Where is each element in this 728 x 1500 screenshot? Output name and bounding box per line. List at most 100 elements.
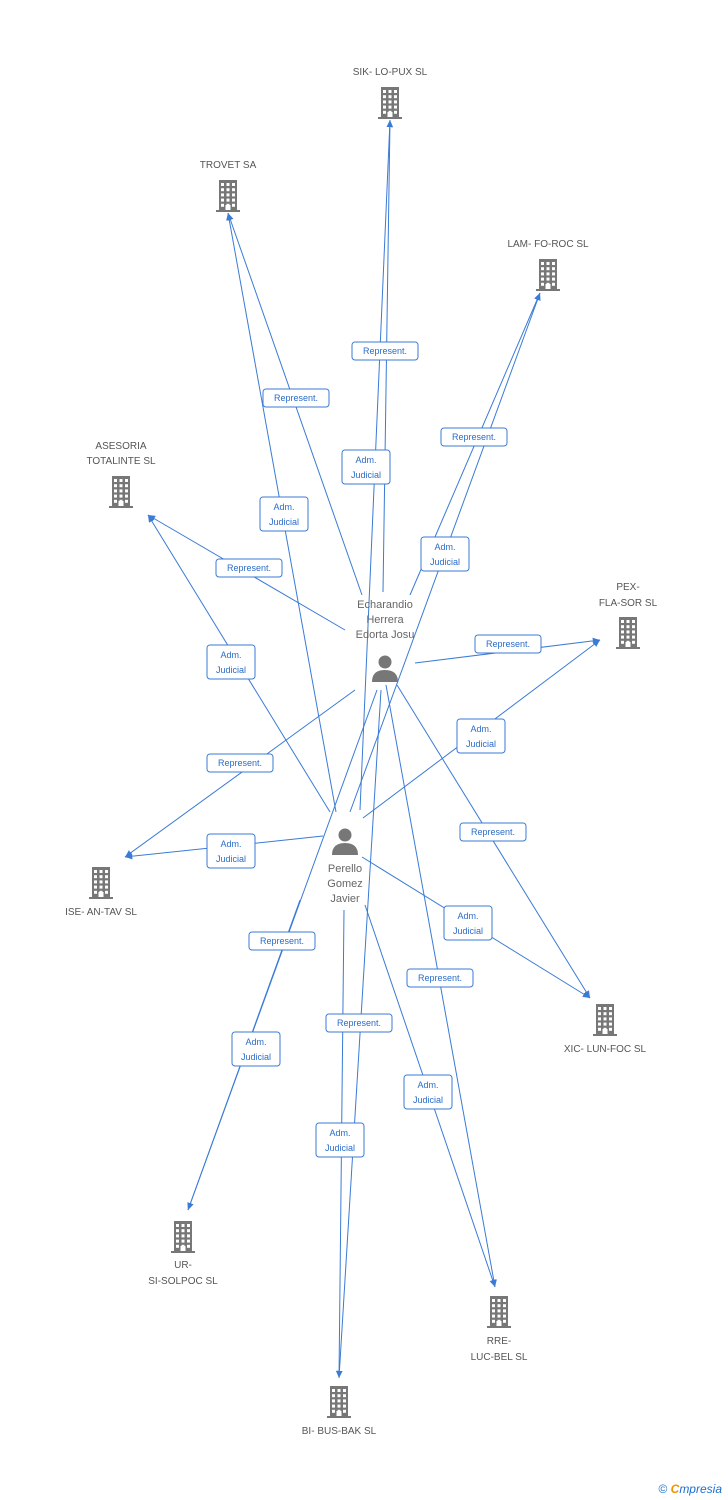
building-icon	[536, 259, 560, 291]
brand-logo-e: C	[670, 1482, 680, 1496]
company-label: FLA-SOR SL	[599, 598, 658, 609]
edge-label-box	[406, 968, 474, 988]
edge-label-text: Adm.	[245, 1037, 266, 1047]
edge-label-box	[206, 833, 256, 869]
edge-label-echarandio-ise[interactable]: Represent.	[206, 753, 274, 773]
edge-label-text: Judicial	[351, 470, 381, 480]
company-label: SI-SOLPOC SL	[148, 1276, 218, 1287]
edge-label-perello-ur[interactable]: Adm. Judicial	[231, 1031, 281, 1067]
building-icon	[171, 1221, 195, 1253]
company-label: LUC-BEL SL	[471, 1352, 528, 1363]
footer-brand[interactable]: © Cmpresia	[658, 1482, 722, 1496]
company-node-xic[interactable]: XIC- LUN-FOC SL	[564, 1004, 647, 1055]
company-label: LAM- FO-ROC SL	[507, 239, 589, 250]
edge-label-text: Judicial	[325, 1143, 355, 1153]
edge-label-box	[403, 1074, 453, 1110]
edge-label-echarandio-lam[interactable]: Represent.	[440, 427, 508, 447]
person-icon	[332, 828, 358, 855]
edge-label-echarandio-bi[interactable]: Adm. Judicial	[315, 1122, 365, 1158]
edge-label-echarandio-ur[interactable]: Represent.	[248, 931, 316, 951]
person-icon	[372, 655, 398, 682]
edge-label-text: Represent.	[218, 758, 262, 768]
edge-label-perello-ise[interactable]: Adm. Judicial	[206, 833, 256, 869]
edge-label-box	[440, 427, 508, 447]
edge-label-text: Represent.	[363, 346, 407, 356]
company-label: PEX-	[616, 582, 639, 593]
edge-label-box	[259, 496, 309, 532]
brand-name: mpresia	[679, 1482, 722, 1496]
edge-echarandio-bi	[336, 689, 382, 1379]
copyright-symbol: ©	[658, 1482, 668, 1496]
edge-label-text: Adm.	[329, 1128, 350, 1138]
edge-label-perello-asesoria[interactable]: Adm.Judicial	[206, 644, 256, 680]
edge-label-perello-rre[interactable]: Adm. Judicial	[403, 1074, 453, 1110]
edge-label-echarandio-rre[interactable]: Represent.	[406, 968, 474, 988]
building-icon	[327, 1386, 351, 1418]
edge-label-text: Represent.	[337, 1018, 381, 1028]
person-label: Edorta Josu	[356, 629, 415, 641]
edge-label-perello-pex[interactable]: Adm. Judicial	[456, 718, 506, 754]
edge-label-box	[474, 634, 542, 654]
building-icon	[378, 87, 402, 119]
edge-label-echarandio-trovet[interactable]: Represent.	[262, 388, 330, 408]
company-node-trovet[interactable]: TROVET SA	[200, 160, 257, 212]
edge-label-echarandio-xic[interactable]: Represent.	[459, 822, 527, 842]
edge-label-text: Adm.	[470, 724, 491, 734]
edge-label-text: Adm.	[220, 839, 241, 849]
company-node-sik[interactable]: SIK- LO-PUX SL	[353, 67, 428, 119]
edge-label-text: Represent.	[486, 639, 530, 649]
company-label: UR-	[174, 1260, 192, 1271]
company-node-rre[interactable]: RRE- LUC-BEL SL	[471, 1296, 528, 1363]
edge-label-text: Represent.	[260, 936, 304, 946]
edge-label-box	[456, 718, 506, 754]
person-label: Gomez	[327, 878, 362, 890]
edge-label-text: Represent.	[227, 563, 271, 573]
edge-label-perello-trovet[interactable]: Adm.Judicial	[259, 496, 309, 532]
company-node-lam[interactable]: LAM- FO-ROC SL	[507, 239, 589, 291]
company-label: RRE-	[487, 1336, 511, 1347]
company-label: BI- BUS-BAK SL	[302, 1426, 377, 1437]
edge-label-perello-xic[interactable]: Adm. Judicial	[443, 905, 493, 941]
edge-label-perello-lam[interactable]: Adm. Judicial	[420, 536, 470, 572]
edge-label-box	[262, 388, 330, 408]
edge-label-box	[351, 341, 419, 361]
person-label: Javier	[330, 893, 360, 905]
building-icon	[616, 617, 640, 649]
edge-label-box	[215, 558, 283, 578]
edge-label-box	[206, 753, 274, 773]
company-node-ur[interactable]: UR- SI-SOLPOC SL	[148, 1221, 218, 1287]
edge-label-echarandio-sik[interactable]: Represent.	[351, 341, 419, 361]
edge-label-perello-bi[interactable]: Represent.	[325, 1013, 393, 1033]
edge-label-text: Adm.	[417, 1080, 438, 1090]
building-icon	[487, 1296, 511, 1328]
edge-label-box	[248, 931, 316, 951]
edge-label-text: Judicial	[269, 517, 299, 527]
company-node-ise[interactable]: ISE- AN-TAV SL	[65, 867, 137, 918]
person-label: Echarandio	[357, 599, 413, 611]
edge-label-text: Adm.	[434, 542, 455, 552]
company-label: ASESORIA	[95, 441, 146, 452]
edge-label-text: Judicial	[430, 557, 460, 567]
nodes-layer: SIK- LO-PUX SL TROVET SA LAM- FO-ROC SL ASE…	[65, 67, 658, 1437]
edge-label-text: Adm.	[457, 911, 478, 921]
edge-label-box	[420, 536, 470, 572]
company-node-bi[interactable]: BI- BUS-BAK SL	[302, 1386, 377, 1437]
edge-label-text: Judicial	[453, 926, 483, 936]
edge-label-echarandio-asesoria[interactable]: Represent.	[215, 558, 283, 578]
company-label: SIK- LO-PUX SL	[353, 67, 428, 78]
edge-label-text: Judicial	[241, 1052, 271, 1062]
edge-label-echarandio-pex[interactable]: Represent.	[474, 634, 542, 654]
company-node-pex[interactable]: PEX- FLA-SOR SL	[599, 582, 658, 649]
edge-label-text: Judicial	[413, 1095, 443, 1105]
edge-label-perello-sik[interactable]: Adm.Judicial	[341, 449, 391, 485]
company-label: ISE- AN-TAV SL	[65, 907, 137, 918]
building-icon	[216, 180, 240, 212]
edge-label-text: Judicial	[466, 739, 496, 749]
edge-label-text: Judicial	[216, 854, 246, 864]
edge-echarandio-ise	[124, 689, 356, 858]
edge-label-box	[443, 905, 493, 941]
